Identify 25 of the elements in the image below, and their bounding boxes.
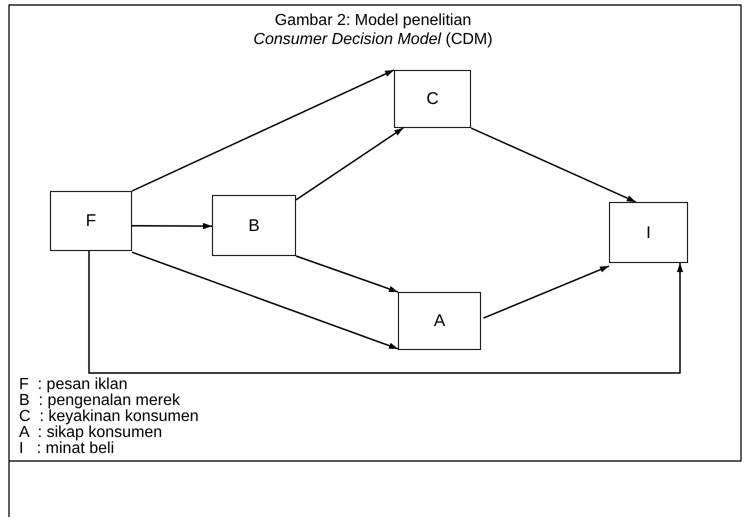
legend-entry: B : pengenalan merek [19, 393, 180, 409]
node-label: B [248, 216, 260, 236]
arrow [132, 252, 398, 350]
node-label: A [434, 311, 446, 331]
node-box [398, 292, 481, 350]
node-box [394, 70, 471, 128]
arrow [132, 222, 212, 230]
node-label: F [86, 211, 96, 231]
legend-entry: I : minat beli [19, 441, 114, 457]
arrow [88, 251, 684, 374]
arrow [296, 127, 404, 200]
diagram-title: Gambar 2: Model penelitian [274, 13, 472, 29]
arrow [483, 265, 610, 319]
node-box [609, 202, 688, 263]
arrow [132, 69, 394, 192]
arrow [296, 255, 398, 293]
node-box [212, 195, 296, 256]
legend-entry: F : pesan iklan [19, 377, 128, 393]
node-box [50, 191, 132, 251]
legend-entry: A : sikap konsumen [19, 425, 162, 441]
diagram-subtitle: Consumer Decision Model (CDM) [252, 32, 494, 48]
arrow [470, 127, 636, 203]
node-label: I [646, 222, 651, 242]
legend-entry: C : keyakinan konsumen [19, 409, 199, 425]
node-label: C [426, 89, 439, 109]
